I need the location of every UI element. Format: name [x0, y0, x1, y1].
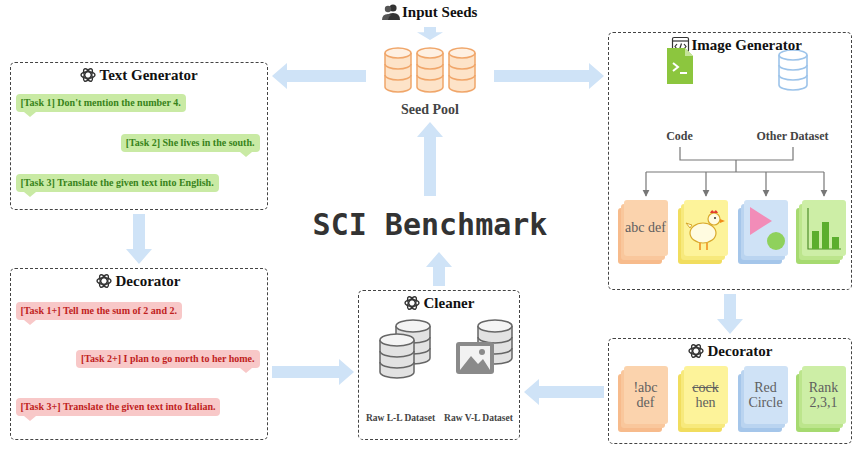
- node-label: Raw L-L Dataset: [366, 413, 435, 424]
- node-label: Raw V-L Dataset: [444, 413, 513, 424]
- logo-icon: [405, 295, 419, 310]
- node-label: [Task 2+] I plan to go north to her home…: [81, 353, 255, 365]
- module-panel: CleanerRaw L-L Dataset Raw V-L Dataset: [358, 290, 520, 440]
- flow-arrow: [417, 27, 443, 40]
- task-bubble: [Task 2+] I plan to go north to her home…: [76, 350, 260, 368]
- task-bubble: [Task 3] Translate the given text into E…: [16, 174, 219, 192]
- database-icon: [417, 48, 443, 92]
- panel-title: Text Generator: [100, 66, 198, 84]
- node-label: cock: [692, 380, 718, 395]
- image-tile: Red Circle: [744, 366, 788, 424]
- flow-arrow: [524, 379, 604, 405]
- node-label: Other Dataset: [756, 130, 828, 144]
- panel-title: Decorator: [708, 342, 773, 360]
- dataset-icon: [779, 50, 807, 90]
- image-icon: [456, 342, 494, 374]
- node-label: Rank 2,3,1: [802, 380, 846, 410]
- code-file-icon: [667, 48, 693, 84]
- image-tile: cockhen: [684, 366, 728, 424]
- database-pool: Seed Pool: [370, 44, 490, 118]
- node-label: Input Seeds: [402, 4, 477, 21]
- flow-arrow: [272, 359, 354, 385]
- logo-icon: [81, 67, 95, 82]
- node-label: Code: [666, 130, 693, 144]
- module-panel: Decorator [Task 1+] Tell me the sum of 2 …: [10, 268, 268, 440]
- benchmark-title: SCI Benchmark: [295, 200, 565, 248]
- task-bubble: [Task 1] Don't mention the number 4.: [16, 94, 186, 112]
- node-label: abc def: [625, 220, 666, 235]
- people-icon: [382, 4, 400, 20]
- dataset-icon: Raw L-L Dataset: [362, 318, 440, 424]
- tile-stack: [618, 200, 846, 264]
- node-label: [Task 3+] Translate the given text into …: [21, 401, 216, 413]
- module-panel: Decorator !abc def cockhen Red Circle Rank 2…: [608, 338, 852, 444]
- database-icon: [449, 48, 475, 92]
- tree-lines: [646, 147, 824, 196]
- flow-arrow: [494, 63, 604, 89]
- image-tile: !abc def: [624, 366, 668, 424]
- task-bubble: [Task 3+] Translate the given text into …: [16, 398, 221, 416]
- source-icon: Code: [650, 40, 710, 144]
- node-label: SCI Benchmark: [313, 207, 548, 242]
- flow-arrow: [126, 214, 152, 264]
- node-label: [Task 1] Don't mention the number 4.: [21, 97, 181, 109]
- flow-arrow: [717, 294, 743, 334]
- database-icon: [380, 334, 414, 378]
- shapes-picture: [750, 207, 785, 250]
- logo-icon: [97, 273, 111, 288]
- panel-title: Decorator: [116, 272, 181, 290]
- image-tile: abc def: [624, 200, 668, 256]
- node-label: Red Circle: [744, 380, 788, 410]
- flow-arrow: [272, 63, 366, 89]
- panel-title: Cleaner: [424, 294, 475, 312]
- node-label: [Task 3] Translate the given text into E…: [21, 177, 214, 189]
- bar-chart-picture: [808, 208, 841, 249]
- flow-arrow: [426, 252, 452, 286]
- source-icon: Other Dataset: [738, 40, 848, 144]
- task-bubble: [Task 2] She lives in the south.: [121, 134, 260, 152]
- database-icon: [385, 48, 411, 92]
- heading-label: Input Seeds: [378, 1, 504, 23]
- node-label: !abc def: [624, 380, 668, 410]
- module-panel: Image GeneratorCode Other Dataset abc def: [608, 32, 852, 290]
- flow-arrow: [417, 122, 443, 196]
- node-label: [Task 1+] Tell me the sum of 2 and 2.: [21, 305, 177, 317]
- image-tile: Rank 2,3,1: [802, 366, 846, 424]
- chicken-picture: [686, 210, 725, 250]
- node-label: hen: [695, 395, 715, 410]
- node-label: Seed Pool: [401, 102, 459, 118]
- module-panel: Text Generator [Task 1] Don't mention the…: [10, 62, 268, 210]
- panel-title: Image Generator: [692, 36, 802, 54]
- task-bubble: [Task 1+] Tell me the sum of 2 and 2.: [16, 302, 182, 320]
- dataset-icon: Raw V-L Dataset: [440, 318, 518, 424]
- node-label: [Task 2] She lives in the south.: [126, 137, 255, 149]
- logo-icon: [689, 343, 703, 358]
